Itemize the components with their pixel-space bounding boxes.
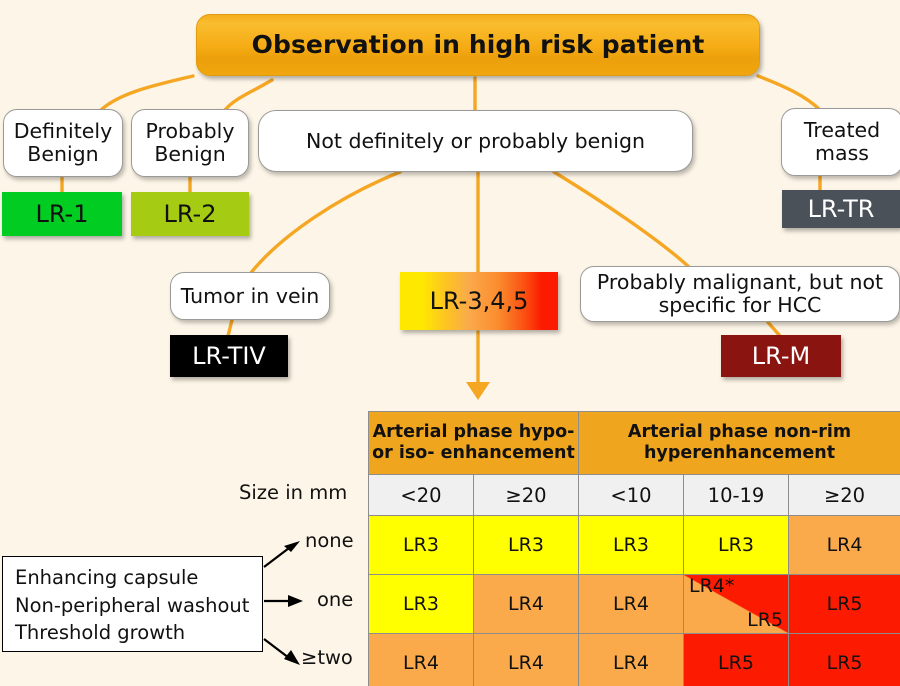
cell-none-10-19: LR3 [683,515,789,575]
wire-root-to-treated-mass [756,74,822,112]
diagonal-divider [684,575,788,633]
cell-two-gte20a: LR4 [473,633,579,686]
legend-feature-non-peripheral-washout: Non-peripheral washout [15,593,250,617]
wire-not-benign-to-probably-malignant [552,170,692,270]
cell-none-gte20b: LR4 [787,515,900,575]
tag-lr-tiv[interactable]: LR-TIV [170,335,288,377]
cell-none-gte20a: LR3 [473,515,579,575]
legend-arrow-two [263,638,294,662]
node-probably-malignant-not-specific-hcc[interactable]: Probably malignant, but not specific for… [580,266,900,322]
cell-two-lt20: LR4 [368,633,474,686]
node-treated-mass[interactable]: Treated mass [781,108,900,176]
size-col-lt20: <20 [368,474,474,516]
legend-arrow-none [263,544,294,568]
cell-two-gte20b: LR5 [787,633,900,686]
tag-lr-1[interactable]: LR-1 [2,192,122,236]
legend-arrowhead-none [284,541,300,552]
legend-major-features: Enhancing capsule Non-peripheral washout… [2,556,263,652]
legend-arrowhead-one [288,595,303,607]
arrowhead-to-table [466,382,490,400]
tag-lr-3-4-5[interactable]: LR-3,4,5 [400,272,558,330]
wire-not-benign-to-tumor-in-vein [248,170,402,276]
cell-one-gte20a: LR4 [473,574,579,634]
wire-root-to-definitely-benign [99,74,195,112]
table-group-header-row: Arterial phase hypo- or iso- enhancement… [368,411,900,475]
root-node-observation[interactable]: Observation in high risk patient [196,14,760,76]
legend-feature-enhancing-capsule: Enhancing capsule [15,566,199,589]
row-label-none: none [305,529,354,552]
wire-probably-malignant-to-lrm [764,318,782,338]
tag-lr-tr[interactable]: LR-TR [782,190,900,228]
table-row: LR3 LR3 LR3 LR3 LR4 [368,515,900,575]
node-tumor-in-vein[interactable]: Tumor in vein [170,272,330,320]
table-size-header-row: <20 ≥20 <10 10-19 ≥20 [368,474,900,516]
group-header-hypo-iso-enhancement: Arterial phase hypo- or iso- enhancement [368,411,579,475]
legend-feature-threshold-growth: Threshold growth [15,621,186,645]
cell-one-gte20b: LR5 [787,574,900,634]
cell-one-10-19-lower: LR5 [747,609,783,631]
cell-none-lt20: LR3 [368,515,474,575]
node-not-definitely-or-probably-benign[interactable]: Not definitely or probably benign [258,110,693,172]
table-row: LR4 LR4 LR4 LR5 LR5 [368,633,900,686]
node-probably-benign[interactable]: Probably Benign [131,109,249,177]
size-col-gte20-b: ≥20 [787,474,900,516]
tag-lr-m[interactable]: LR-M [721,335,841,377]
cell-two-10-19: LR5 [683,633,789,686]
cell-one-10-19-split: LR4* LR5 [683,574,789,634]
table-row: LR3 LR4 LR4 LR4* LR5 LR5 [368,574,900,634]
cell-two-lt10: LR4 [578,633,684,686]
cell-one-lt20: LR3 [368,574,474,634]
group-header-non-rim-hyperenhancement: Arterial phase non-rim hyperenhancement [577,411,900,475]
cell-one-lt10: LR4 [578,574,684,634]
legend-arrowhead-two [284,650,300,665]
node-definitely-benign[interactable]: Definitely Benign [3,109,123,177]
size-col-lt10: <10 [578,474,684,516]
row-label-two-or-more: ≥two [301,646,353,669]
cell-one-10-19-upper: LR4* [689,575,735,597]
wire-tumor-in-vein-to-lrtiv [226,318,234,338]
size-in-mm-label: Size in mm [239,481,348,504]
size-col-gte20-a: ≥20 [473,474,579,516]
wire-root-to-probably-benign [223,78,274,112]
size-col-10-19: 10-19 [683,474,789,516]
lirads-decision-table: Arterial phase hypo- or iso- enhancement… [368,411,900,686]
cell-none-lt10: LR3 [578,515,684,575]
tag-lr-2[interactable]: LR-2 [131,192,249,236]
row-label-one: one [317,588,354,611]
